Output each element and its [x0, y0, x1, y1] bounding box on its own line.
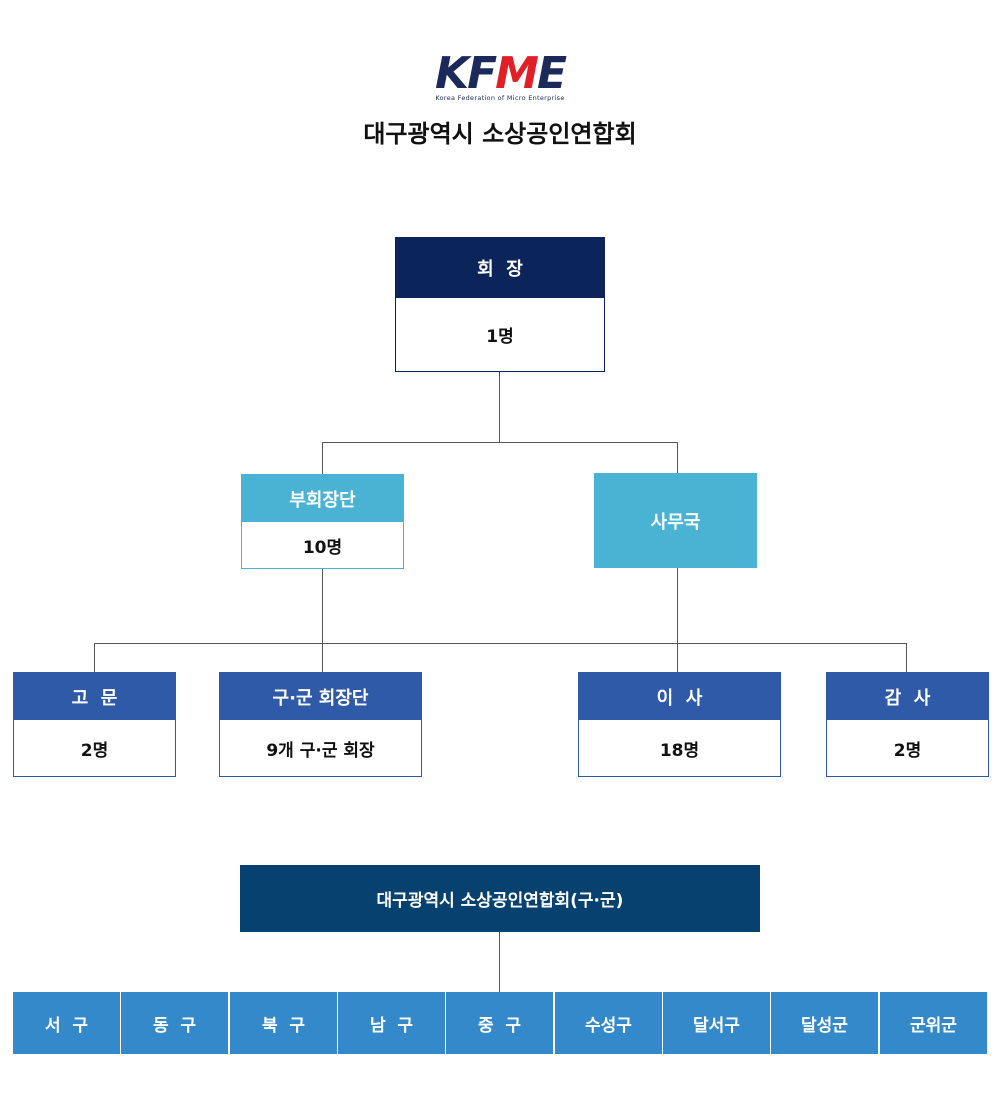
auditor-node: 감 사 2명: [826, 672, 989, 777]
connector: [94, 643, 907, 644]
chairman-node: 회 장 1명: [395, 237, 605, 372]
district-heads-count: 9개 구·군 회장: [220, 720, 421, 776]
district-row: 서 구 동 구 북 구 남 구 중 구 수성구 달서구 달성군 군위군: [13, 992, 987, 1054]
auditor-count: 2명: [827, 720, 988, 776]
vice-chairmen-count: 10명: [242, 522, 403, 568]
connector: [322, 442, 678, 443]
connector: [677, 568, 678, 644]
district-dong-gu: 동 구: [121, 992, 228, 1054]
chairman-label: 회 장: [396, 238, 604, 298]
connector: [499, 371, 500, 443]
connector: [322, 643, 323, 673]
connector: [677, 643, 678, 673]
organization-title: 대구광역시 소상공인연합회: [363, 119, 637, 148]
connector: [322, 568, 323, 644]
advisor-count: 2명: [14, 720, 175, 776]
logo-e: E: [536, 48, 567, 99]
district-heads-label: 구·군 회장단: [220, 673, 421, 720]
district-seo-gu: 서 구: [13, 992, 120, 1054]
branch-association-node: 대구광역시 소상공인연합회(구·군): [240, 865, 760, 932]
logo-kf: KF: [434, 48, 497, 99]
district-heads-node: 구·군 회장단 9개 구·군 회장: [219, 672, 422, 777]
district-dalseong-gun: 달성군: [771, 992, 878, 1054]
district-jung-gu: 중 구: [446, 992, 553, 1054]
district-dalseo-gu: 달서구: [663, 992, 770, 1054]
advisor-node: 고 문 2명: [13, 672, 176, 777]
connector: [499, 931, 500, 992]
advisor-label: 고 문: [14, 673, 175, 720]
connector: [94, 643, 95, 673]
directors-count: 18명: [579, 720, 780, 776]
logo-m: M: [495, 48, 539, 99]
chairman-count: 1명: [396, 298, 604, 371]
district-gunwi-gun: 군위군: [880, 992, 987, 1054]
district-suseong-gu: 수성구: [555, 992, 662, 1054]
connector: [906, 643, 907, 673]
district-nam-gu: 남 구: [338, 992, 445, 1054]
kfme-logo: KFME Korea Federation of Micro Enterpris…: [400, 52, 600, 104]
vice-chairmen-node: 부회장단 10명: [241, 474, 404, 569]
logo-subtitle: Korea Federation of Micro Enterprise: [435, 94, 565, 102]
district-buk-gu: 북 구: [230, 992, 337, 1054]
vice-chairmen-label: 부회장단: [242, 475, 403, 522]
logo-wordmark: KFME: [400, 52, 600, 96]
secretariat-node: 사무국: [594, 473, 757, 568]
directors-node: 이 사 18명: [578, 672, 781, 777]
directors-label: 이 사: [579, 673, 780, 720]
connector: [677, 442, 678, 474]
auditor-label: 감 사: [827, 673, 988, 720]
connector: [322, 442, 323, 474]
